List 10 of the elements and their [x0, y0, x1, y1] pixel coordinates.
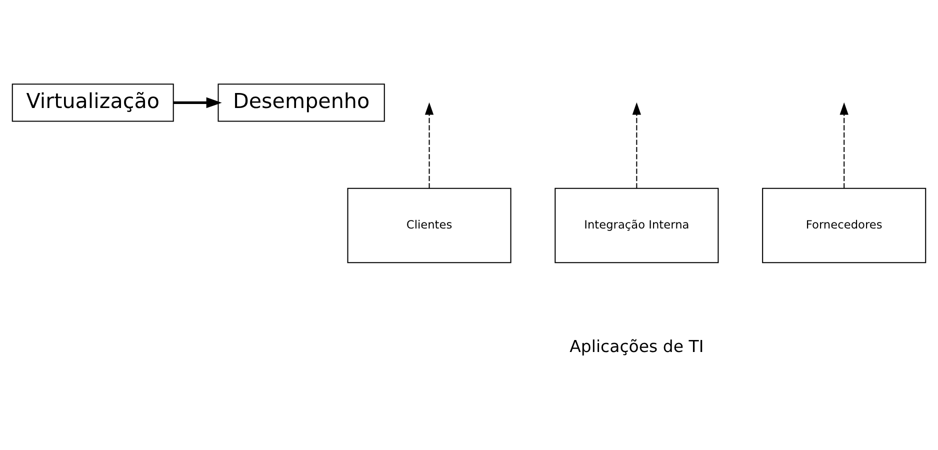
node-box: Clientes — [347, 187, 512, 263]
arrow — [840, 102, 848, 188]
node-box: Desempenho — [218, 83, 385, 122]
arrow — [632, 102, 642, 188]
arrow — [173, 96, 222, 108]
node-box: Virtualização — [12, 83, 174, 122]
node-box: Fornecedores — [762, 187, 926, 263]
label: Aplicações de TI — [570, 336, 704, 356]
arrow — [424, 102, 434, 188]
node-box: Integração Interna — [554, 187, 719, 263]
